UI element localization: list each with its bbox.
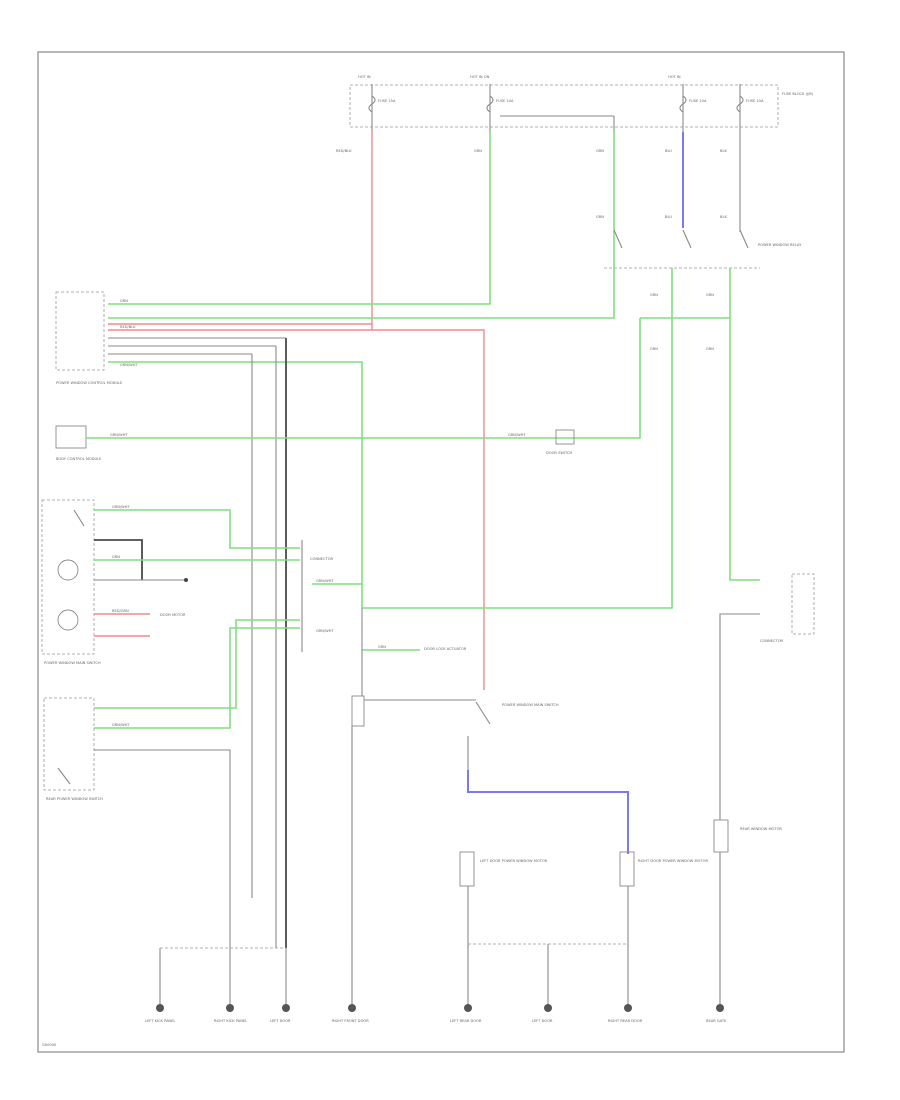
module-label: POWER WINDOW CONTROL MODULE [56,381,123,385]
fuse-2-label: FUSE 10A [496,99,514,103]
ground-8: REAR GATE [706,1004,727,1023]
ground-6: LEFT DOOR [532,1004,553,1023]
fuse-block-label: FUSE BLOCK (J/B) [782,92,814,96]
main-switch-wire-1: GRN/WHT [112,505,130,509]
door-lock-label: DOOR LOCK ACTUATOR [424,647,467,651]
rh-motor-label: RIGHT DOOR POWER WINDOW MOTOR [638,859,708,863]
connector-wire-2: GRN/WHT [316,629,334,633]
front-motor-label: DOOR MOTOR [160,613,186,617]
door-switch-wire: GRN/WHT [508,433,526,437]
main-switch-wire-3: RED/GRN [112,609,129,613]
wire-label-grn-1: GRN [474,149,482,153]
module-wire-grn-wht: GRN/WHT [120,363,138,367]
fuse-3-label: FUSE 10A [689,99,707,103]
main-switch-label: POWER WINDOW MAIN SWITCH [44,661,101,665]
ground-2: RIGHT KICK PANEL [214,1004,247,1023]
fuse-1-label: FUSE 15A [378,99,396,103]
relay-wire-blk: BLK [720,215,727,219]
fuse-hot-label-1: HOT IN [358,75,371,79]
fuse-hot-label-3: HOT IN [668,75,681,79]
door-switch: DOOR SWITCH GRN/WHT [508,429,575,455]
ground-label-1: LEFT KICK PANEL [145,1019,175,1023]
ground-3: LEFT DOOR [270,1004,291,1023]
center-switch-label: POWER WINDOW MAIN SWITCH [502,703,559,707]
ground-label-2: RIGHT KICK PANEL [214,1019,247,1023]
connector-wire: GRN/WHT [316,579,334,583]
door-lock-wire: GRN [378,645,386,649]
rear-gate-connector: CONNECTOR [760,573,815,643]
lh-motor-label: LEFT DOOR POWER WINDOW MOTOR [480,859,548,863]
door-lock-actuator: GRN DOOR LOCK ACTUATOR [362,645,467,651]
wire-label-blu: BLU [665,149,672,153]
fuse-hot-label-2: HOT IN ON [470,75,490,79]
relay-out-grn-2: GRN [706,293,714,297]
power-window-relay: POWER WINDOW RELAY GRN BLU BLK [596,215,802,269]
wire-relay-out-2 [362,268,673,609]
door-switch-label: DOOR SWITCH [546,451,572,455]
power-window-main-switch: POWER WINDOW MAIN SWITCH GRN/WHT GRN RED… [41,499,300,665]
module-wire-grn: GRN [120,299,128,303]
rear-window-motor: REAR WINDOW MOTOR [713,613,782,1004]
ground-label-5: LEFT REAR DOOR [450,1019,482,1023]
relay-wire-grn: GRN [596,215,604,219]
relay-wire-blu: BLU [665,215,672,219]
connector: CONNECTOR GRN/WHT GRN/WHT [94,540,362,709]
ground-1: LEFT KICK PANEL [145,1004,175,1023]
power-window-control-module: POWER WINDOW CONTROL MODULE GRN RED/BLK … [55,291,372,608]
wire-green-main [108,132,491,305]
rear-power-window-switch: REAR POWER WINDOW SWITCH GRN/WHT [43,627,300,898]
ground-4: RIGHT FRONT DOOR [332,1004,369,1023]
rear-switch-wire: GRN/WHT [112,723,130,727]
wire-relay-h2 [572,318,641,439]
rear-gate-label: CONNECTOR [760,639,784,643]
body-control-module: BODY CONTROL MODULE GRN/WHT [55,425,572,461]
left-door-motor: LEFT DOOR POWER WINDOW MOTOR [459,851,548,948]
ground-7: RIGHT REAR DOOR [608,1004,643,1023]
wire-blue-bottom [467,770,629,854]
wire-red-main [371,132,485,690]
fuse-block: HOT IN HOT IN ON HOT IN FUSE BLOCK (J/B)… [349,75,814,132]
wire-relay-out-3 [729,268,760,581]
fuse-4-label: FUSE 10A [746,99,764,103]
ground-label-6: LEFT DOOR [532,1019,553,1023]
wire-label-red: RED/BLK [336,149,352,153]
right-door-motor: RIGHT DOOR POWER WINDOW MOTOR [619,851,708,948]
wire-label-blk-top: BLK [720,149,727,153]
relay-out-grn-3: GRN [650,347,658,351]
ground-label-7: RIGHT REAR DOOR [608,1019,643,1023]
ground-label-3: LEFT DOOR [270,1019,291,1023]
ground-label-8: REAR GATE [706,1019,727,1023]
bcm-wire: GRN/WHT [110,433,128,437]
main-switch-wire-2: GRN [112,555,120,559]
bcm-label: BODY CONTROL MODULE [56,457,102,461]
relay-out-grn-1: GRN [650,293,658,297]
ground-label-4: RIGHT FRONT DOOR [332,1019,369,1023]
connector-label: CONNECTOR [310,557,334,561]
relay-out-grn-4: GRN [706,347,714,351]
diagram-footer-id: G00000 [42,1043,57,1047]
rear-motor-label: REAR WINDOW MOTOR [740,827,782,831]
ground-5: LEFT REAR DOOR [450,1004,482,1023]
module-wire-red: RED/BLK [120,325,136,329]
relay-label: POWER WINDOW RELAY [758,243,802,247]
center-door-switch: POWER WINDOW MAIN SWITCH [351,608,559,948]
wire-relay-out-1 [108,268,615,319]
rear-switch-label: REAR POWER WINDOW SWITCH [46,797,103,801]
wire-label-grn-2: GRN [596,149,604,153]
junction-dot [184,578,188,582]
diagram-frame [37,51,845,1053]
